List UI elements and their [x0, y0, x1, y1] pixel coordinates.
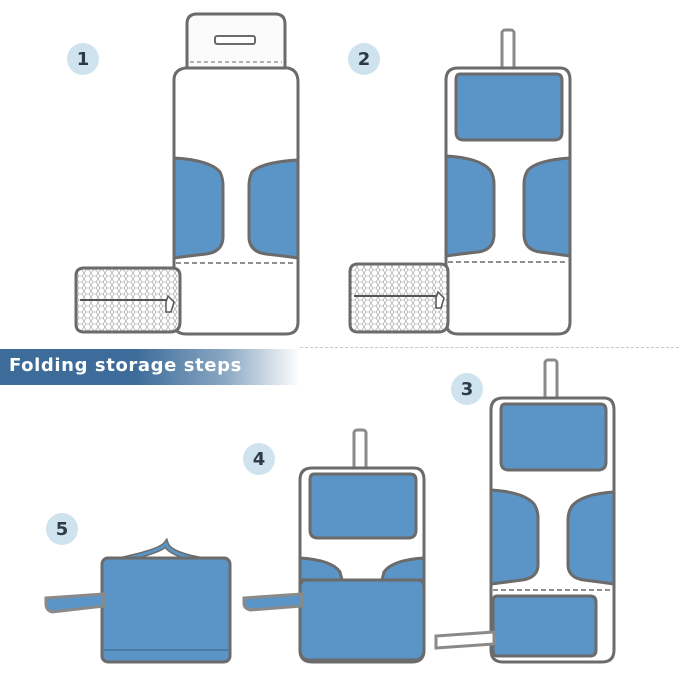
folded-top-flap — [454, 72, 564, 142]
step-4-illustration — [242, 428, 426, 664]
step-badge-4: 4 — [243, 443, 275, 475]
zipper-pull — [165, 294, 175, 313]
hanging-strap — [352, 428, 368, 474]
hanging-strap — [543, 358, 559, 404]
step-1-illustration — [74, 12, 300, 336]
left-blue-panel — [172, 156, 225, 260]
side-strap — [44, 592, 106, 614]
step-2-illustration — [348, 28, 572, 336]
side-strap — [434, 630, 496, 650]
folded-mat — [100, 556, 232, 664]
step-badge-1: 1 — [67, 43, 99, 75]
folded-top-flap — [308, 472, 418, 540]
step-badge-5: 5 — [46, 513, 78, 545]
right-blue-panel — [522, 156, 572, 258]
step-badge-3: 3 — [451, 373, 483, 405]
left-blue-panel — [489, 488, 540, 586]
hanging-strap — [500, 28, 516, 74]
banner-title: Folding storage steps — [9, 355, 242, 376]
mesh-pocket — [348, 262, 450, 334]
mat-body — [172, 66, 300, 336]
folded-bottom-pocket — [491, 594, 598, 658]
right-blue-panel — [566, 490, 616, 586]
folded-bottom-panel — [298, 578, 426, 662]
flap-handle-slot — [214, 35, 256, 45]
folded-top-flap — [499, 402, 608, 472]
section-banner: Folding storage steps — [0, 349, 300, 385]
step-badge-2: 2 — [348, 43, 380, 75]
section-divider — [300, 347, 679, 348]
step-3-illustration — [434, 358, 616, 664]
left-blue-panel — [444, 154, 496, 258]
zipper-pull — [435, 290, 445, 309]
step-5-illustration — [44, 537, 232, 664]
side-strap — [242, 592, 304, 612]
right-blue-panel — [247, 158, 300, 260]
